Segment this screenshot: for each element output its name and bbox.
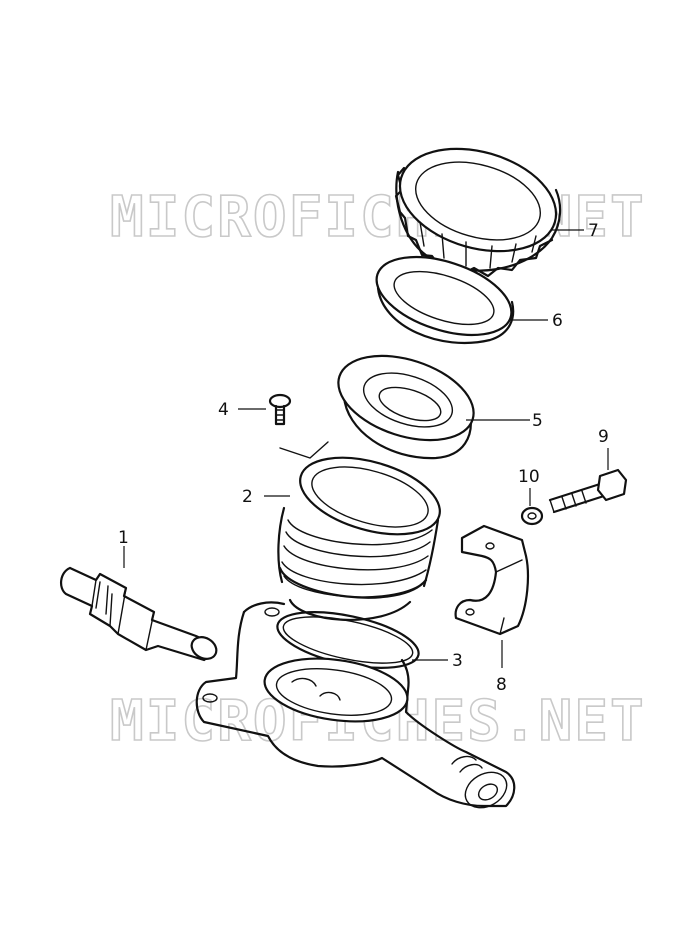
part-6-diaphragm-plate [375,255,515,345]
part-1-push-rod [60,566,218,662]
leader-lines [123,229,609,668]
part-4-screw [268,393,292,426]
part-5-diaphragm [337,354,475,460]
part-10-washer [520,506,544,526]
part-8-clamp [454,524,530,636]
callout-10: 10 [518,467,540,487]
part-7-reservoir-cap [394,147,562,278]
part-9-bolt [548,468,628,514]
callout-5: 5 [532,411,543,431]
callout-3: 3 [452,651,463,671]
master-cylinder-body [195,601,516,809]
callout-7: 7 [588,221,599,241]
watermark-top: MICROFICHES.NET [110,185,646,250]
callout-labels: 1 2 3 4 5 6 7 8 9 10 [118,221,609,695]
callout-9: 9 [598,427,609,447]
callout-1: 1 [118,528,129,548]
callout-4: 4 [218,400,229,420]
callout-2: 2 [242,487,253,507]
callout-8: 8 [496,675,507,695]
part-2-reservoir-body [277,456,441,622]
callout-6: 6 [552,311,563,331]
